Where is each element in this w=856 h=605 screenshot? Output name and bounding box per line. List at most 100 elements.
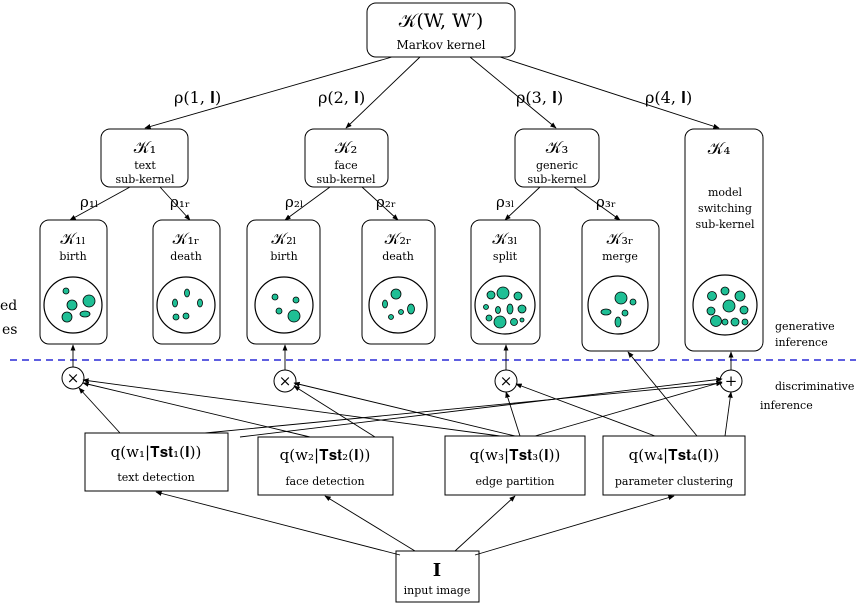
markov-kernel-symbol: 𝒦(W, W′) <box>399 10 484 32</box>
blob <box>275 307 283 315</box>
subkernel-3-node: 𝒦₃ generic sub-kernel <box>514 128 600 188</box>
blob <box>398 309 404 315</box>
subkernel-3-line1: generic <box>536 159 578 172</box>
blob <box>407 303 415 315</box>
blob <box>79 310 91 318</box>
markov-kernel-node: 𝒦(W, W′) Markov kernel <box>366 2 516 58</box>
proposal-3-formula: q(w₃|𝐓𝐬𝐭₃(𝐈)) <box>470 446 561 464</box>
leaf-3l-symbol: 𝒦₃ₗ <box>492 229 517 248</box>
leaf-3r-symbol: 𝒦₃ᵣ <box>607 229 634 248</box>
leaf-1r-node: 𝒦₁ᵣ death <box>152 219 221 345</box>
subkernel-4-line2: switching <box>698 202 752 215</box>
rho-2-label: ρ(2, 𝐈) <box>318 88 365 107</box>
input-image-node: 𝐈 input image <box>395 550 480 603</box>
blob <box>722 299 736 313</box>
blob <box>614 316 622 328</box>
blob <box>614 291 628 305</box>
proposal-2-formula: q(w₂|𝐓𝐬𝐭₂(𝐈)) <box>280 446 371 464</box>
left-fragment-2: es <box>2 322 17 338</box>
blob <box>182 312 190 320</box>
blob <box>172 313 180 321</box>
operator-4: + <box>719 369 743 393</box>
blob <box>734 290 746 302</box>
operator-3-symbol: × <box>500 372 513 390</box>
proposal-4-caption: parameter clustering <box>615 475 733 488</box>
operator-4-symbol: + <box>725 372 738 390</box>
blob <box>485 314 493 322</box>
proposal-3-caption: edge partition <box>475 475 554 488</box>
markov-kernel-caption: Markov kernel <box>396 38 485 52</box>
rho-3-label: ρ(3, 𝐈) <box>516 88 563 107</box>
leaf-3r-node: 𝒦₃ᵣ merge <box>581 219 660 352</box>
discriminative-label-line2: inference <box>760 399 813 412</box>
leaf-2r-symbol: 𝒦₂ᵣ <box>385 229 412 248</box>
blob <box>382 299 388 309</box>
proposal-1-formula: q(w₁|𝐓𝐬𝐭₁(𝐈)) <box>111 443 202 461</box>
blob <box>710 315 722 327</box>
blob <box>496 286 510 300</box>
blob <box>390 288 402 300</box>
leaf-2l-symbol: 𝒦₂ₗ <box>271 229 296 248</box>
subkernel-1-node: 𝒦₁ text sub-kernel <box>100 128 189 188</box>
blob <box>61 311 73 323</box>
leaf-2r-caption: death <box>382 250 414 263</box>
operator-1-symbol: × <box>67 369 80 387</box>
blob <box>510 318 518 326</box>
leaf-3r-caption: merge <box>602 250 638 263</box>
blob <box>271 293 279 301</box>
proposal-1-caption: text detection <box>117 471 194 484</box>
leaf-1l-symbol: 𝒦₁ₗ <box>60 229 85 248</box>
proposal-2-node: q(w₂|𝐓𝐬𝐭₂(𝐈)) face detection <box>257 436 394 496</box>
blob <box>706 306 716 316</box>
subkernel-2-line2: sub-kernel <box>316 173 376 186</box>
generative-label-line2: inference <box>775 336 828 349</box>
blob <box>629 298 637 306</box>
proposal-1-node: q(w₁|𝐓𝐬𝐭₁(𝐈)) text detection <box>84 432 229 492</box>
leaf-3l-caption: split <box>493 250 518 263</box>
rho-3l-label: ρ₃ₗ <box>496 193 514 211</box>
rho-1l-label: ρ₁ₗ <box>80 193 98 211</box>
subkernel-4-line1: model <box>708 186 743 199</box>
subkernel-4-blob-panel <box>692 274 758 336</box>
blob <box>197 298 203 308</box>
subkernel-2-symbol: 𝒦₂ <box>335 138 358 158</box>
blob <box>600 308 612 316</box>
operator-1: × <box>61 366 85 390</box>
operator-3: × <box>494 369 518 393</box>
blob <box>739 305 749 315</box>
left-fragment-1: ed <box>0 298 17 314</box>
subkernel-4-node: 𝒦₄ model switching sub-kernel <box>684 128 764 352</box>
subkernel-4-symbol: 𝒦₄ <box>708 139 731 159</box>
blob <box>495 306 501 314</box>
blob <box>721 318 729 326</box>
proposal-4-node: q(w₄|𝐓𝐬𝐭₄(𝐈)) parameter clustering <box>602 435 746 496</box>
subkernel-1-line1: text <box>134 159 156 172</box>
blob <box>741 318 749 326</box>
subkernel-2-node: 𝒦₂ face sub-kernel <box>304 128 389 188</box>
blob <box>730 317 740 327</box>
rho-3r-label: ρ₃ᵣ <box>596 193 616 211</box>
subkernel-1-symbol: 𝒦₁ <box>134 138 157 158</box>
blob <box>517 304 527 314</box>
blob <box>720 286 730 296</box>
leaf-1l-node: 𝒦₁ₗ birth <box>39 219 108 345</box>
rho-2l-label: ρ₂ₗ <box>285 193 303 211</box>
subkernel-3-line2: sub-kernel <box>527 173 587 186</box>
leaf-3l-node: 𝒦₃ₗ split <box>470 219 541 345</box>
blob <box>513 291 523 301</box>
blob <box>292 296 300 304</box>
blob <box>486 290 496 300</box>
blob <box>519 317 525 323</box>
leaf-2l-caption: birth <box>270 250 297 263</box>
rho-2r-label: ρ₂ᵣ <box>376 193 396 211</box>
blob <box>621 309 629 317</box>
input-image-symbol: 𝐈 <box>433 560 441 581</box>
rho-1r-label: ρ₁ᵣ <box>170 193 190 211</box>
blob <box>66 299 78 311</box>
blob <box>172 298 178 308</box>
discriminative-label-line1: discriminative <box>775 380 854 393</box>
blob <box>483 304 489 310</box>
blob <box>506 303 514 315</box>
input-image-caption: input image <box>404 584 471 597</box>
